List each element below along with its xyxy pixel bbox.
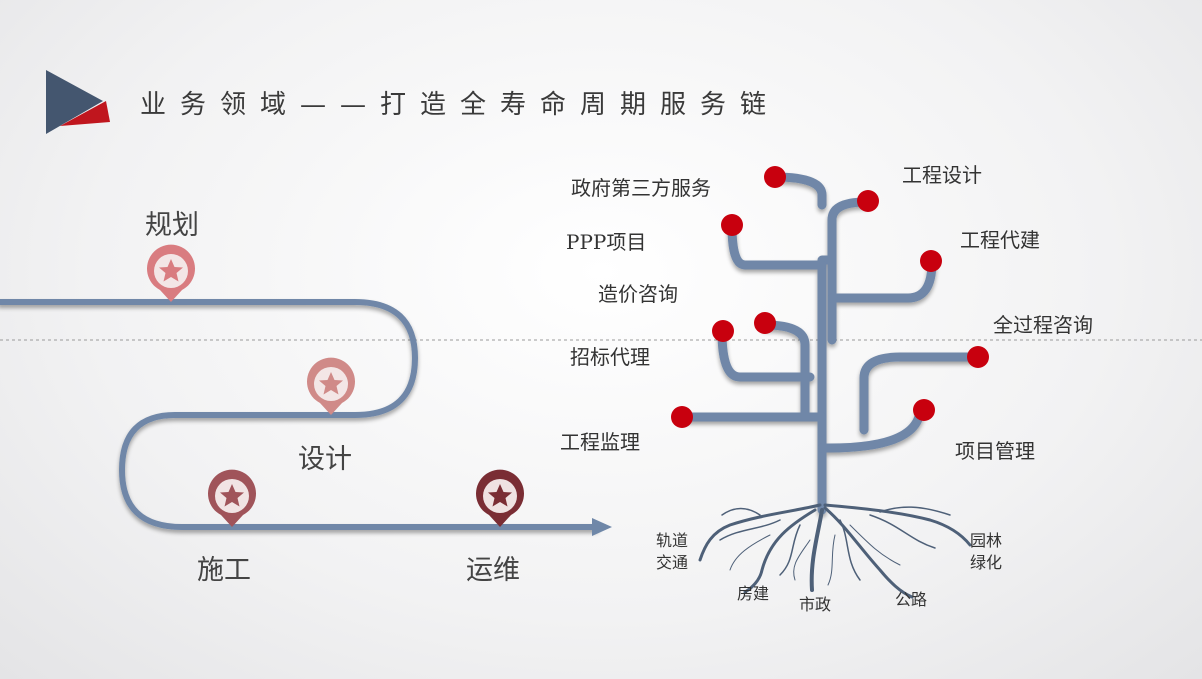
branch-label-full-process: 全过程咨询 (993, 313, 1093, 337)
title-play-icon (46, 70, 110, 134)
star-icon (159, 259, 183, 282)
root-label-municipal: 市政 (799, 595, 832, 614)
tree-nodes (671, 166, 989, 428)
branch-label-project-management: 项目管理 (955, 439, 1035, 463)
tree-roots (698, 503, 972, 599)
node-engineering-design (857, 190, 879, 212)
branch-label-agent-build: 工程代建 (960, 228, 1040, 252)
branch-label-tender-agent: 招标代理 (570, 345, 650, 369)
star-icon (319, 372, 343, 395)
branch-label-engineering-design: 工程设计 (902, 163, 982, 187)
branch-label-supervision: 工程监理 (560, 430, 640, 454)
node-supervision (671, 406, 693, 428)
stage-label-design: 设计 (298, 444, 352, 475)
branch-ppp (727, 221, 827, 270)
root-label-highway: 公路 (895, 590, 928, 609)
branch-label-gov-service: 政府第三方服务 (571, 176, 711, 200)
page-title: 业务领域——打造全寿命周期服务链 (140, 90, 781, 120)
stage-label-planning: 规划 (145, 210, 199, 241)
branch-label-cost-consulting: 造价咨询 (598, 282, 678, 306)
node-cost-consulting (754, 312, 776, 334)
root-label-rail-transit: 轨道 交通 (656, 531, 689, 572)
branch-agent-build (827, 257, 937, 303)
timeline-path (0, 299, 599, 530)
node-agent-build (920, 250, 942, 272)
branch-full-process (859, 352, 983, 435)
stage-label-construction: 施工 (197, 555, 251, 586)
stage-label-operation: 运维 (466, 555, 520, 586)
star-icon (220, 484, 244, 507)
node-project-management (913, 399, 935, 421)
star-icon (488, 484, 512, 507)
pin-construction (208, 469, 257, 527)
root-label-landscaping: 园林 绿化 (970, 531, 1003, 572)
node-ppp (721, 214, 743, 236)
pin-design (307, 357, 356, 415)
root-label-housing: 房建 (737, 584, 770, 603)
node-full-process (967, 346, 989, 368)
timeline-arrow-head (592, 518, 612, 536)
branch-project-management (817, 407, 925, 453)
branch-label-ppp: PPP项目 (566, 230, 647, 254)
trunk-upper (817, 255, 834, 437)
branch-cost-consulting (760, 320, 810, 422)
pin-planning (147, 244, 195, 302)
node-gov-service (764, 166, 786, 188)
branch-tender-agent (717, 327, 815, 382)
branch-engineering-design (827, 197, 871, 345)
node-tender-agent (712, 320, 734, 342)
pin-operation (476, 469, 524, 527)
